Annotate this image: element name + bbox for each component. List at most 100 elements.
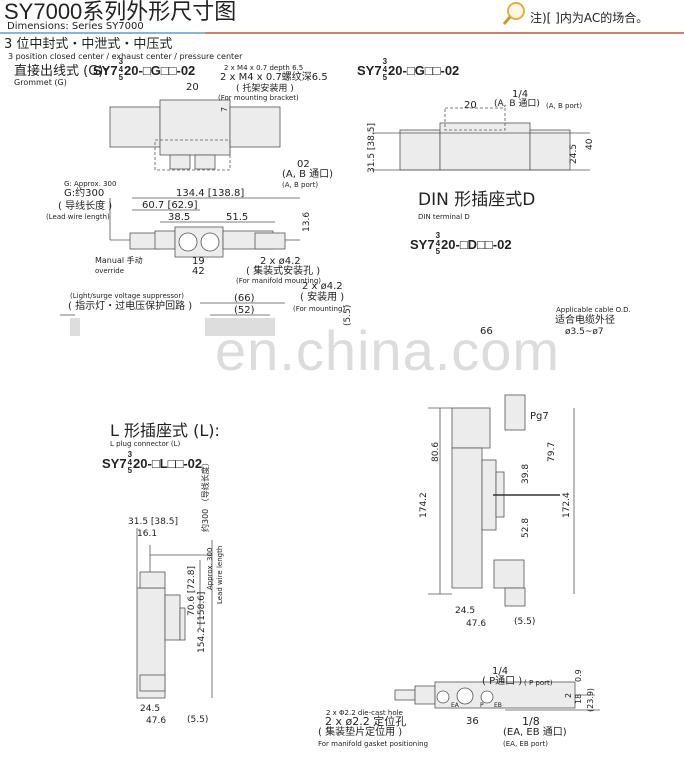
model-variant: 5 xyxy=(382,73,388,82)
dim-label: (5.5) xyxy=(514,617,536,627)
section-title-cn: 3 位中封式・中泄式・中压式 xyxy=(4,37,173,52)
dim-label: Pg7 xyxy=(530,411,549,422)
dim-label: 154.2 [158.6] xyxy=(197,591,207,653)
dim-label: 66 xyxy=(480,326,493,337)
dim-label: (A, B 通口) xyxy=(282,169,334,180)
dim-label: 约300 （导线长度） xyxy=(201,458,210,532)
port-label: P xyxy=(480,702,484,709)
dim-label: ( 集装式安装孔 ) xyxy=(246,266,321,277)
dim-label: ( 指示灯・过电压保护回路 ) xyxy=(68,301,193,312)
dim-label: 42 xyxy=(192,266,205,277)
manual-override-label: override xyxy=(95,267,125,275)
dim-label: 60.7 [62.9] xyxy=(142,200,198,211)
dim-label: (For mounting) xyxy=(293,305,346,313)
page-subtitle: Dimensions: Series SY7000 xyxy=(7,21,144,32)
dim-label: 38.5 xyxy=(168,212,191,223)
dim-label: Applicable cable O.D. xyxy=(556,306,631,314)
lplug-subtitle: L plug connector (L) xyxy=(110,440,181,448)
dim-label: 2 xyxy=(564,692,573,698)
model-suffix: 20-□G□□-02 xyxy=(124,62,196,78)
model-variant: 4 xyxy=(118,65,124,74)
dim-label: 20 xyxy=(186,82,199,93)
dim-label: 36 xyxy=(466,716,479,727)
dim-label: ( P通口 ) xyxy=(482,676,523,687)
model-variant: 5 xyxy=(127,466,133,475)
dim-label: (For manifold mounting) xyxy=(236,277,322,285)
din-title: DIN 形插座式D xyxy=(418,190,536,210)
page-title: SY7000系列外形尺寸图 xyxy=(4,0,237,24)
valve-bottom-view xyxy=(60,302,285,336)
dim-label: 2 x Φ2.2 die-cast hole xyxy=(326,709,403,717)
valve-top-view xyxy=(109,99,281,171)
section-title-en: 3 position closed center / exhaust cente… xyxy=(8,52,243,61)
grommet-label-en: Grommet (G) xyxy=(14,78,67,87)
manual-override-label: Manual 手动 xyxy=(95,256,143,265)
dim-label: (Light/surge voltage suppressor) xyxy=(70,292,184,300)
dim-label: (EA, EB 通口) xyxy=(503,727,567,738)
dim-label: 31.5 [38.5] xyxy=(128,517,178,527)
model-variant: 3 xyxy=(435,231,441,240)
dim-label: 172.4 xyxy=(562,492,572,518)
model-prefix: SY7 xyxy=(410,236,435,252)
model-variant: 3 xyxy=(127,450,133,459)
valve-side-view xyxy=(372,107,590,171)
dim-label: 24.5 xyxy=(140,704,161,714)
dim-label: 02 xyxy=(297,159,310,170)
dim-label: For manifold gasket positioning xyxy=(318,740,429,748)
ac-note: 注)[ ]内为AC的场合。 xyxy=(530,11,649,25)
dim-label: 2 x ø4.2 xyxy=(302,281,343,292)
dim-label: ( 集装垫片定位用 ) xyxy=(318,727,403,738)
dim-label: Lead wire length xyxy=(216,545,224,604)
dim-label: 2 x M4 x 0.7 depth 6.5 xyxy=(224,64,304,72)
model-variant: 5 xyxy=(435,247,441,256)
port-view xyxy=(394,681,600,711)
dim-label: (23.9) xyxy=(586,687,595,712)
dim-label: 39.8 xyxy=(521,463,531,484)
dim-label: 79.7 xyxy=(547,441,557,462)
dim-label: ( 导线长度 ) xyxy=(58,201,113,212)
model-variant: 4 xyxy=(435,239,441,248)
model-suffix: 20-□G□□-02 xyxy=(388,62,460,78)
valve-front-view xyxy=(109,197,300,258)
dim-label: ø3.5~ø7 xyxy=(565,327,604,337)
dim-label: 134.4 [138.8] xyxy=(176,188,245,199)
dim-label: 19 xyxy=(192,256,205,267)
dim-label: 16.1 xyxy=(137,529,158,539)
dim-label: (52) xyxy=(234,305,255,316)
dim-label: 1/4 xyxy=(512,89,529,100)
dim-label: 0.9 xyxy=(574,669,583,682)
model-variant: 4 xyxy=(382,65,388,74)
grommet-label-cn: 直接出线式 (G): xyxy=(14,64,108,79)
dim-label: 174.2 xyxy=(419,492,429,518)
dim-label: (For mounting bracket) xyxy=(218,94,299,102)
dim-label: (5.5) xyxy=(343,304,353,326)
dim-label: ( 托架安装用 ) xyxy=(236,84,294,94)
dim-label: G: Approx. 300 xyxy=(64,180,117,188)
dim-label: (66) xyxy=(234,293,255,304)
dim-label: (A, B port) xyxy=(282,181,319,189)
model-variant: 5 xyxy=(118,73,124,82)
model-variant: 3 xyxy=(118,57,124,66)
dim-label: 1/8 xyxy=(522,715,540,728)
dim-label: 47.6 xyxy=(146,716,167,726)
lplug-title: L 形插座式 (L): xyxy=(110,421,220,440)
dim-label: 31.5 [38.5] xyxy=(367,123,377,173)
dim-label: 51.5 xyxy=(226,212,249,223)
dim-label: 40 xyxy=(585,138,595,150)
header-divider xyxy=(0,2,684,34)
din-subtitle: DIN terminal D xyxy=(418,213,470,221)
model-variant: 4 xyxy=(127,458,133,467)
model-prefix: SY7 xyxy=(357,62,382,78)
dim-label: 2 x ø2.2 定位孔 xyxy=(325,715,407,728)
dim-label: 24.5 xyxy=(455,606,476,616)
dim-label: (A, B port) xyxy=(546,102,583,110)
dim-label: 20 xyxy=(464,100,477,111)
dim-label: (A, B 通口) xyxy=(494,99,540,109)
model-variant: 3 xyxy=(382,57,388,66)
model-suffix: 20-□L□□-02 xyxy=(133,455,203,471)
